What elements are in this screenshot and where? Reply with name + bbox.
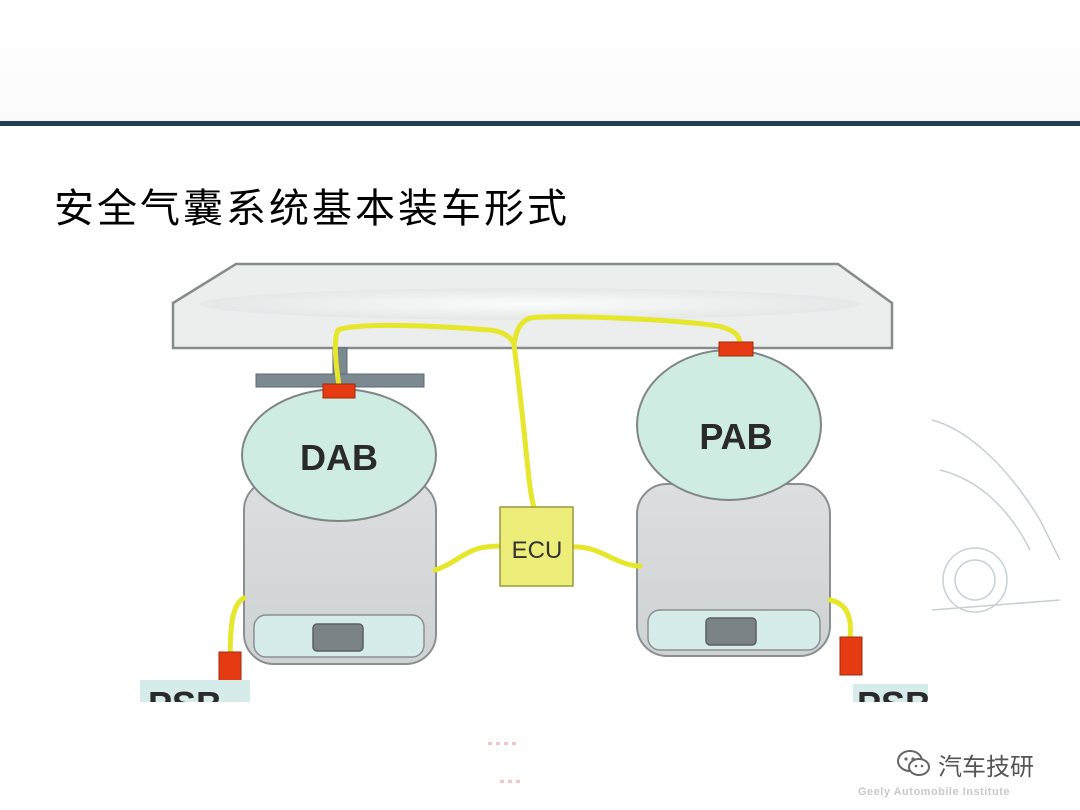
header-band bbox=[0, 0, 1080, 122]
ecu-unit: ECU bbox=[499, 506, 574, 587]
header-rule bbox=[0, 121, 1080, 126]
psb-right-sensor bbox=[839, 636, 863, 676]
psb-right-label: PSB bbox=[857, 684, 931, 725]
psb-left-label: PSB bbox=[148, 684, 222, 725]
car-sketch bbox=[931, 419, 1061, 613]
wiring-harness bbox=[227, 314, 853, 659]
watermark: 汽车技研 bbox=[896, 744, 1034, 784]
faint-marks bbox=[488, 742, 520, 783]
wechat-icon bbox=[897, 750, 930, 776]
slide-title: 安全气囊系统基本装车形式 bbox=[54, 186, 570, 232]
footer-institute: Geely Automobile Institute bbox=[858, 786, 1010, 798]
dab-connector bbox=[322, 383, 356, 399]
dab-label: DAB bbox=[300, 437, 378, 478]
dashboard bbox=[171, 262, 894, 350]
pab-label: PAB bbox=[699, 416, 772, 457]
passenger-seat bbox=[636, 483, 831, 657]
pab-connector bbox=[718, 341, 754, 357]
ecu-label: ECU bbox=[512, 537, 563, 564]
watermark-text: 汽车技研 bbox=[938, 752, 1034, 781]
